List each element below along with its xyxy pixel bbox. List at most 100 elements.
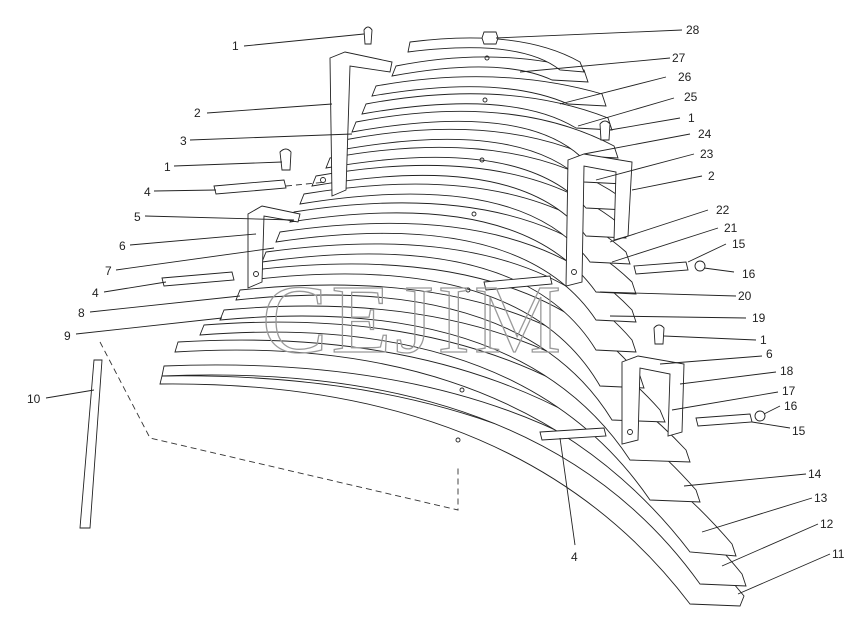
top-leaf xyxy=(407,37,585,73)
nut-16-lower xyxy=(754,410,766,422)
leader-line xyxy=(243,33,365,47)
pin-4-upper-path xyxy=(285,181,327,187)
pin-4-bottom xyxy=(539,427,607,441)
pin-15-lower xyxy=(695,413,753,427)
leader-line xyxy=(45,389,95,399)
pin-4-upper xyxy=(213,179,287,195)
leader-line xyxy=(495,29,683,39)
label-4: 4 xyxy=(92,286,99,300)
label-19: 19 xyxy=(752,311,766,325)
rivet-1-left xyxy=(279,148,292,171)
label-6: 6 xyxy=(766,347,773,361)
label-27: 27 xyxy=(672,51,686,65)
label-17: 17 xyxy=(782,384,796,398)
leader-line xyxy=(206,103,333,114)
label-5: 5 xyxy=(134,210,141,224)
label-3: 3 xyxy=(180,134,187,148)
label-1: 1 xyxy=(232,39,239,53)
leader-line xyxy=(663,335,757,341)
label-10: 10 xyxy=(27,392,41,406)
label-11: 11 xyxy=(832,547,845,561)
leader-line xyxy=(659,355,763,365)
leader-line xyxy=(737,553,831,595)
leader-line xyxy=(687,243,727,263)
center-hole xyxy=(455,437,461,443)
label-13: 13 xyxy=(814,491,828,505)
label-21: 21 xyxy=(724,221,738,235)
rivet-1-top xyxy=(363,26,373,45)
label-24: 24 xyxy=(698,127,712,141)
leader-line xyxy=(153,189,217,192)
leader-line xyxy=(703,267,735,273)
label-4: 4 xyxy=(144,185,151,199)
clamp-rivet xyxy=(253,271,259,277)
leader-line xyxy=(679,371,777,385)
center-hole xyxy=(471,211,477,217)
leader-line xyxy=(631,175,703,191)
label-2: 2 xyxy=(708,169,715,183)
leader-line xyxy=(577,97,675,127)
leader-line xyxy=(683,473,807,487)
label-20: 20 xyxy=(738,289,752,303)
label-26: 26 xyxy=(678,70,692,84)
clamp-rivet xyxy=(627,429,633,435)
leader-line xyxy=(609,209,709,243)
pin-center xyxy=(483,275,553,291)
label-23: 23 xyxy=(700,147,714,161)
leader-line xyxy=(559,437,576,546)
label-15: 15 xyxy=(732,237,746,251)
watermark: CEJIM xyxy=(262,266,565,374)
clamps xyxy=(247,51,685,445)
leader-line xyxy=(595,153,695,181)
leader-line xyxy=(721,523,819,567)
leader-line xyxy=(671,391,779,411)
leader-line xyxy=(173,161,283,167)
clamp-rivet xyxy=(571,269,577,275)
label-12: 12 xyxy=(820,517,834,531)
label-16: 16 xyxy=(784,399,798,413)
bolt-10 xyxy=(79,359,103,529)
label-14: 14 xyxy=(808,467,822,481)
leader-line xyxy=(189,133,353,141)
label-22: 22 xyxy=(716,203,730,217)
label-1: 1 xyxy=(164,160,171,174)
center-hole xyxy=(459,387,465,393)
label-4: 4 xyxy=(571,550,578,564)
leader-line xyxy=(763,405,781,415)
leader-line xyxy=(583,133,691,155)
clamp-middle-left xyxy=(247,205,301,289)
spring-leaves xyxy=(159,37,747,607)
center-hole xyxy=(479,157,485,163)
label-2: 2 xyxy=(194,106,201,120)
label-15: 15 xyxy=(792,424,806,438)
leader-line xyxy=(559,76,667,105)
nut-16-upper xyxy=(694,260,706,272)
leaf-17-strip xyxy=(249,263,645,389)
leader-line xyxy=(751,421,791,429)
leader-line xyxy=(89,295,241,313)
leader-line xyxy=(701,497,813,533)
clamp-upper-right xyxy=(565,153,633,287)
leaf-28-strip xyxy=(391,56,589,83)
label-8: 8 xyxy=(78,306,85,320)
center-hole xyxy=(484,55,490,61)
pin-15-upper xyxy=(633,261,689,275)
pin-4-lower xyxy=(161,271,235,287)
label-1: 1 xyxy=(688,111,695,125)
rivet-1-right-lower xyxy=(653,324,665,345)
nut-28 xyxy=(481,31,499,45)
leaf-18-strip xyxy=(261,243,637,353)
clamp-lower-right xyxy=(621,355,685,445)
leaf-25-strip xyxy=(351,110,619,159)
leader-line xyxy=(144,215,295,221)
clamp-upper-left xyxy=(329,51,393,197)
leader-line xyxy=(115,247,275,271)
leaf-27-strip xyxy=(371,76,607,107)
leader-line xyxy=(609,117,681,131)
leader-line xyxy=(519,57,671,73)
clamp-rivet xyxy=(320,177,326,183)
leader-line xyxy=(611,227,719,263)
center-hole xyxy=(465,287,471,293)
center-hole xyxy=(482,97,488,103)
